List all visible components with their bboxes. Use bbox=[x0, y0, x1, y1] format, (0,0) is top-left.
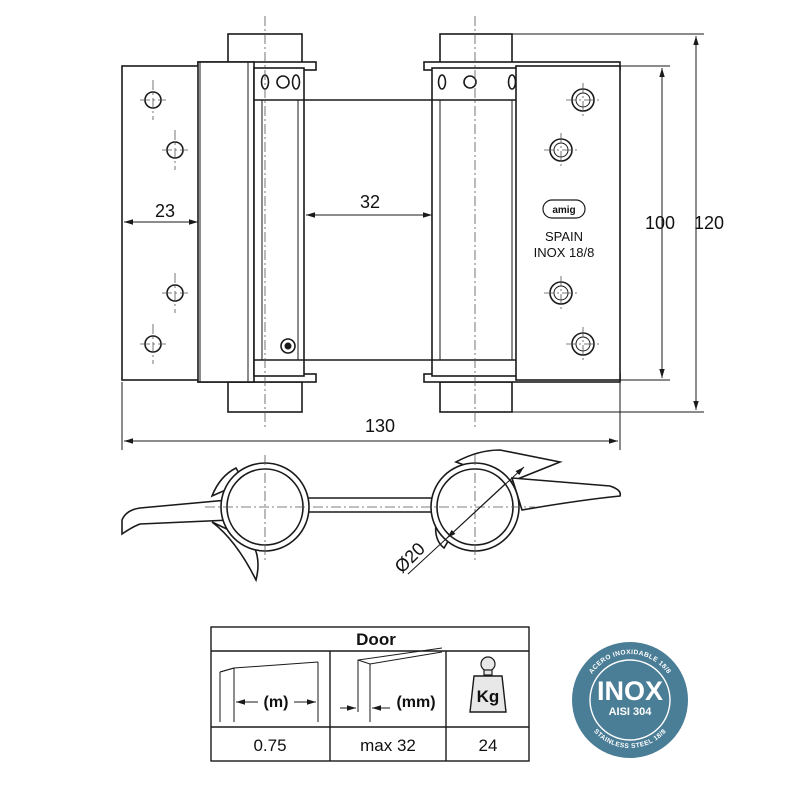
plate-marking: amig SPAIN INOX 18/8 bbox=[534, 199, 595, 260]
dimension-total-height: 120 bbox=[512, 33, 724, 413]
inox-badge-main: INOX bbox=[597, 676, 663, 706]
screw-hole-icon bbox=[162, 273, 188, 313]
front-view: amig SPAIN INOX 18/8 23 32 100 120 bbox=[121, 16, 724, 450]
left-leaf-plate bbox=[121, 65, 203, 381]
inox-badge-sub: AISI 304 bbox=[609, 706, 653, 718]
door-spec-table: Door (m) (mm) Kg 0.75 max bbox=[210, 626, 530, 762]
top-view-right-upper-wing bbox=[454, 449, 563, 483]
dimension-label-total-width: 130 bbox=[365, 416, 395, 436]
dimension-label-gap: 32 bbox=[360, 192, 380, 212]
dimension-label-leaf-width: 23 bbox=[155, 201, 175, 221]
door-thickness-unit: (mm) bbox=[396, 694, 435, 711]
dimension-spring-height: 100 bbox=[620, 65, 675, 381]
inox-badge-disc bbox=[572, 642, 688, 758]
right-barrel-top-cap bbox=[439, 33, 513, 65]
dimension-label-spring-height: 100 bbox=[645, 213, 675, 233]
weight-unit: Kg bbox=[477, 687, 500, 706]
screw-holes bbox=[140, 80, 600, 364]
left-leaf-fold bbox=[197, 61, 255, 383]
door-thickness-value: max 32 bbox=[360, 736, 416, 755]
screw-hole-icon bbox=[566, 327, 600, 361]
door-width-icon bbox=[219, 661, 319, 722]
dimension-leaf-width: 23 bbox=[124, 201, 198, 225]
door-table-title: Door bbox=[356, 630, 396, 649]
weight-icon bbox=[469, 656, 507, 713]
door-width-value: 0.75 bbox=[253, 736, 286, 755]
top-view-right-leaf bbox=[510, 477, 622, 511]
top-view: Ø20 bbox=[121, 449, 622, 583]
top-view-left-leaf bbox=[121, 499, 231, 536]
door-weight-value: 24 bbox=[479, 736, 498, 755]
right-barrel-bottom-cap bbox=[439, 381, 513, 413]
dimension-label-barrel-diameter: Ø20 bbox=[391, 539, 429, 577]
screw-hole-icon bbox=[140, 80, 166, 120]
top-view-bridge bbox=[299, 497, 439, 513]
dimension-label-total-height: 120 bbox=[694, 213, 724, 233]
brand-logo bbox=[542, 199, 586, 219]
brand-logo-text: amig bbox=[552, 205, 575, 216]
screw-hole-icon bbox=[544, 276, 578, 310]
screw-hole-icon bbox=[544, 133, 578, 167]
screw-hole-icon bbox=[162, 130, 188, 170]
dimension-gap: 32 bbox=[306, 192, 432, 218]
inox-badge: INOX AISI 304 ACERO INOXIDABLE 18/8 STAI… bbox=[572, 642, 688, 758]
dimension-total-width: 130 bbox=[121, 382, 621, 450]
screw-hole-icon bbox=[566, 83, 600, 117]
screw-hole-icon bbox=[140, 324, 166, 364]
door-width-unit: (m) bbox=[264, 694, 289, 711]
door-thickness-icon bbox=[340, 647, 443, 722]
locking-pin-hole bbox=[280, 338, 296, 354]
origin-label: SPAIN bbox=[545, 229, 583, 244]
right-leaf-plate bbox=[515, 65, 621, 381]
material-label: INOX 18/8 bbox=[534, 245, 595, 260]
